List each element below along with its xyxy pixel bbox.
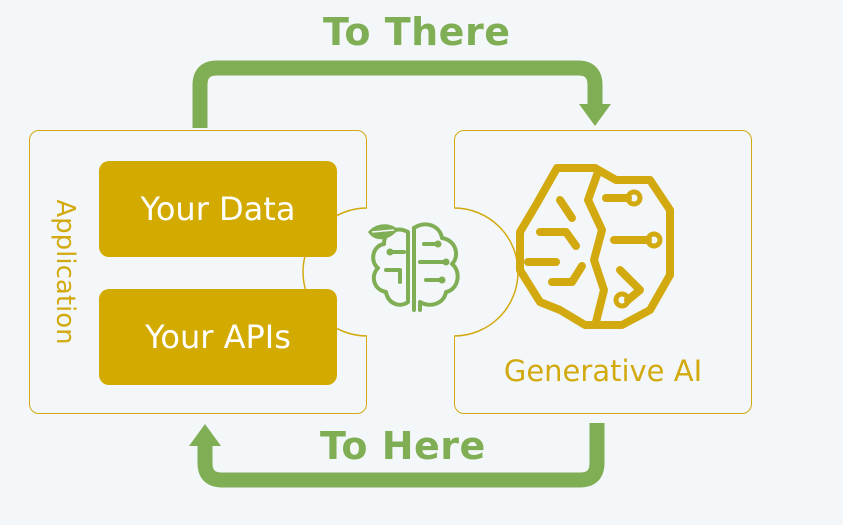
to-here-label: To Here	[320, 424, 486, 468]
to-here-arrowhead	[189, 424, 221, 446]
to-there-arrow	[192, 60, 603, 128]
generative-ai-label: Generative AI	[503, 354, 703, 388]
your-apis-box: Your APIs	[99, 289, 337, 385]
to-here-arrow	[197, 423, 605, 488]
to-there-label: To There	[323, 10, 511, 54]
to-there-arrowhead	[579, 104, 611, 126]
your-data-box: Your Data	[99, 161, 337, 257]
